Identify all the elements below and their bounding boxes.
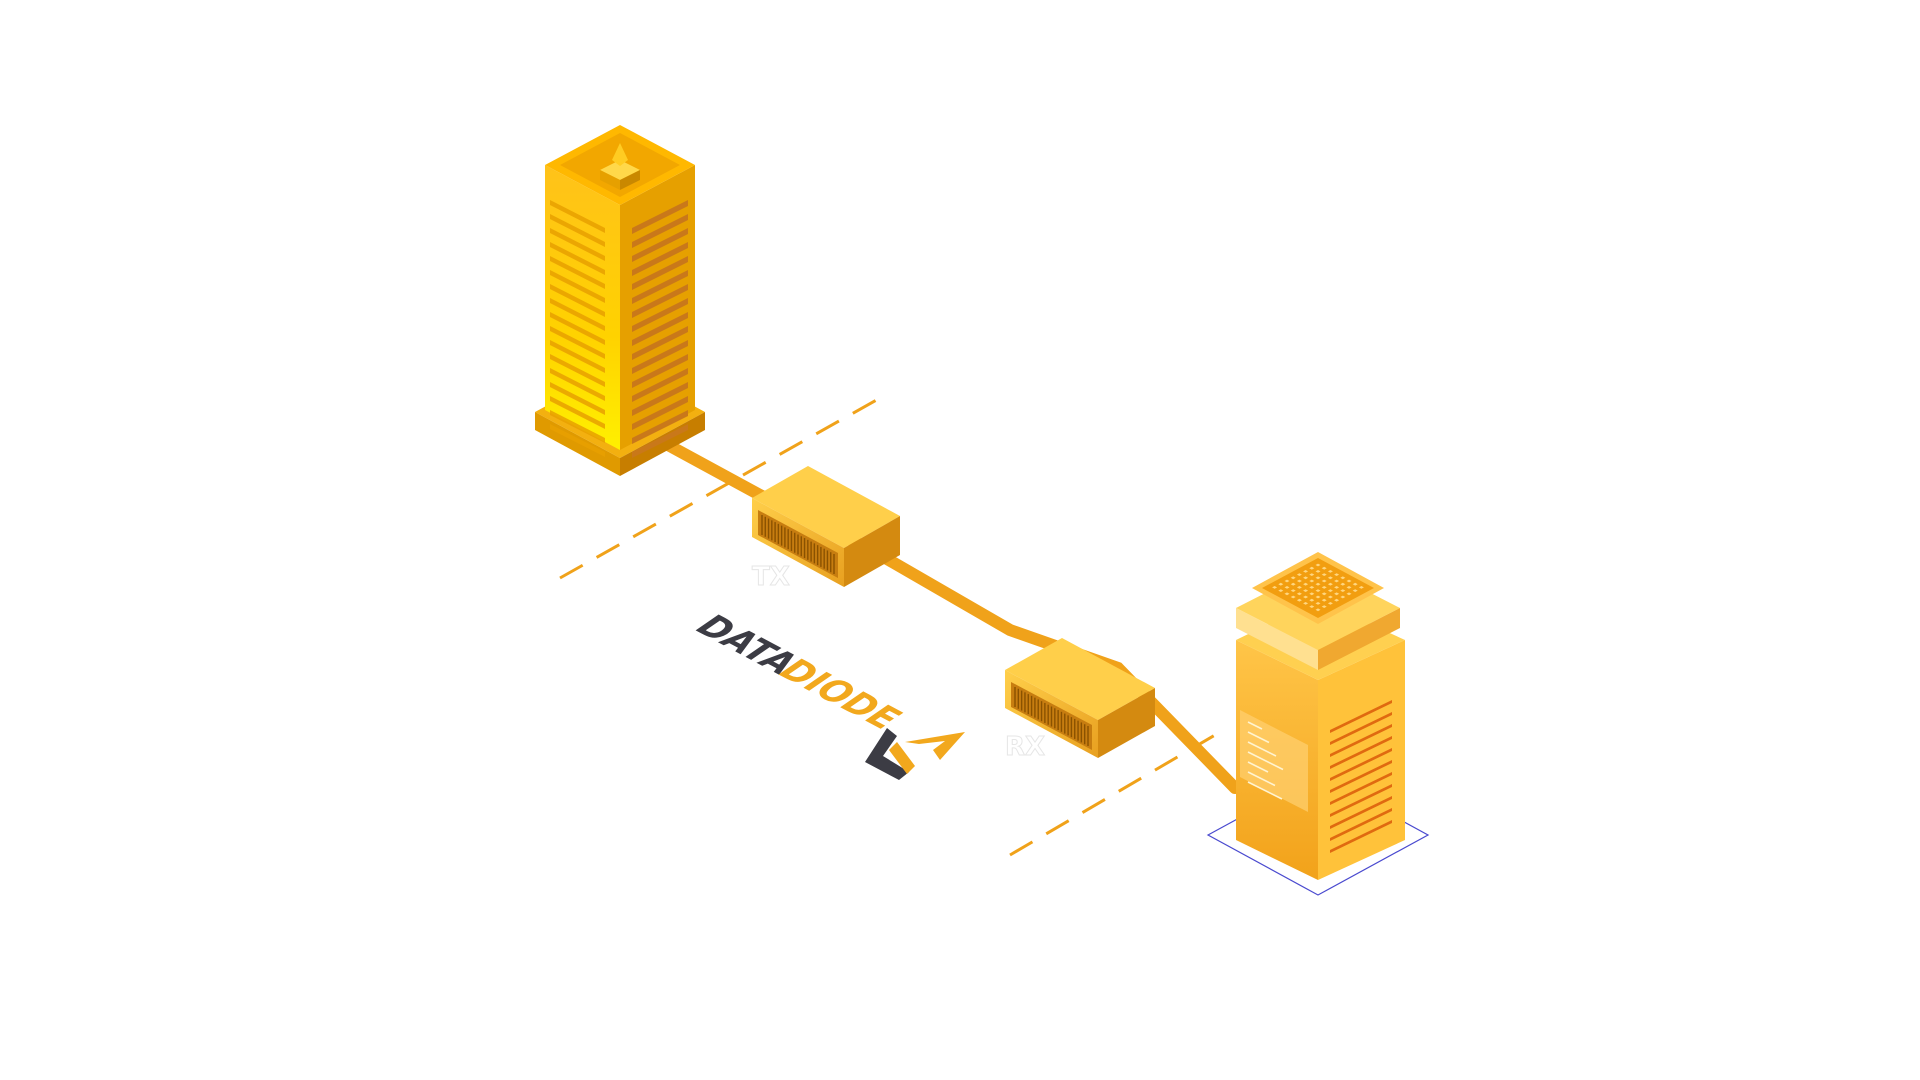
- logo-word-diode: DIODE: [771, 652, 908, 737]
- tx-label: TX: [752, 562, 790, 592]
- rx-label: RX: [1005, 732, 1045, 762]
- server-rack-icon: [1208, 552, 1428, 895]
- network-boundaries: [560, 398, 1215, 855]
- office-tower-icon: [535, 125, 705, 476]
- data-diode-logo: DATA DIODE: [688, 608, 908, 738]
